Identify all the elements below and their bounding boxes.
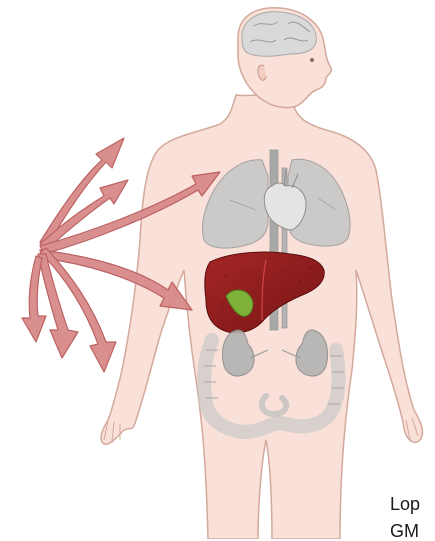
caption-line-1: Lop — [390, 495, 420, 513]
caption-line-2: GM — [390, 522, 419, 540]
